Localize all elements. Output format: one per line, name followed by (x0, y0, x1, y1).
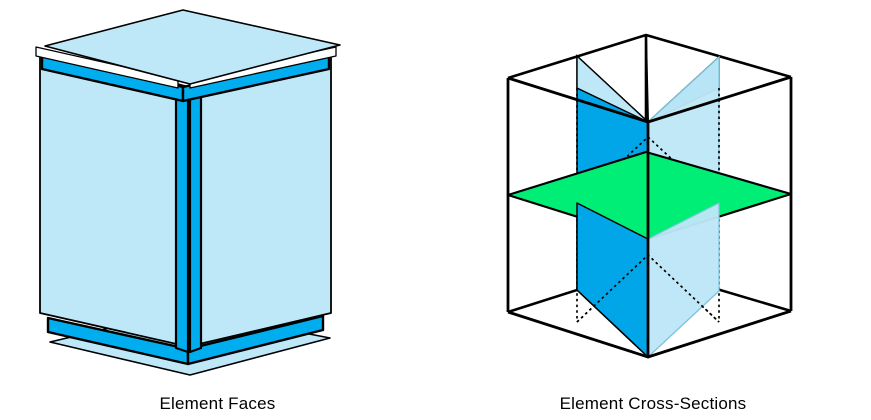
caption-element-faces: Element Faces (159, 394, 276, 413)
vertical-corner-gap-band (174, 82, 203, 354)
top-face-polygon (44, 9, 341, 85)
edge-center-top (645, 34, 649, 123)
edge-top-front (507, 75, 792, 124)
panel-element-cross-sections: Element Cross-Sections (435, 0, 871, 420)
element-cross-sections-diagram (506, 33, 793, 359)
panel-element-faces: Element Faces (0, 0, 435, 420)
plane-top-center-line (645, 34, 649, 123)
top-face-plate (44, 9, 341, 85)
bottom-band-right (186, 314, 325, 366)
plane-green-polygon (506, 150, 793, 241)
edge-top-back (507, 33, 792, 80)
section-plane-horizontal-green (506, 150, 793, 241)
corner-band-left (174, 82, 190, 354)
plane-light-top-triangle (576, 54, 649, 123)
right-face-polygon (194, 51, 332, 346)
hidden-edge-mid-left (576, 136, 649, 204)
corner-band-right (188, 82, 203, 354)
bottom-gap-band (46, 314, 325, 366)
section-plane-light-top-spur (576, 54, 649, 123)
element-faces-diagram (35, 9, 341, 376)
section-planes-front-of-green (576, 202, 720, 358)
caption-element-cross-sections: Element Cross-Sections (559, 394, 747, 413)
right-side-face (194, 51, 332, 346)
